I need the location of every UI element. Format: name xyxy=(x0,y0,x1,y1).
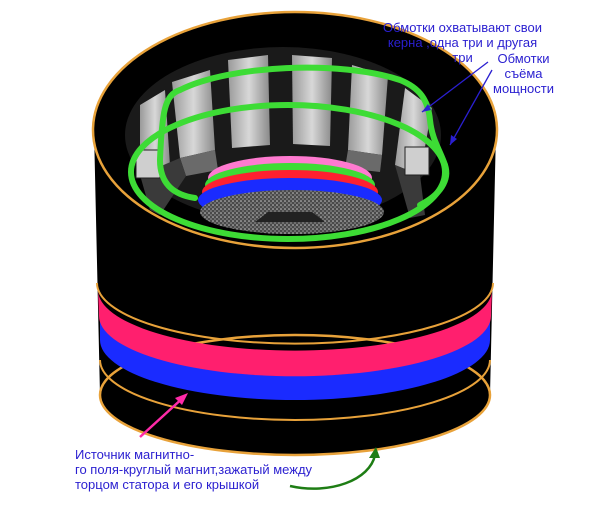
arrow-magnet-curve-head xyxy=(369,447,380,458)
arrow-windings-1-head xyxy=(422,104,431,112)
arrow-magnet-pointer xyxy=(139,395,186,438)
label-source-line-3: торцом статора и его крышкой xyxy=(75,477,260,492)
label-windings-line-2: керна ,одна три и другая xyxy=(387,35,538,50)
label-source-line-2: го поля-круглый магнит,зажатый между xyxy=(75,462,313,477)
label-windings-cover-cores: Обмотки охватывают свои керна ,одна три … xyxy=(383,20,542,65)
pole-block-right xyxy=(404,146,430,176)
label-windings-line-3: три xyxy=(452,50,473,65)
stator-top xyxy=(91,10,499,250)
arrow-windings-2 xyxy=(449,69,493,146)
magnet-pink-band xyxy=(98,290,492,377)
top-rim xyxy=(91,10,499,250)
winding-end-right xyxy=(417,162,450,208)
rotor-tooth xyxy=(255,212,325,222)
slot-teeth xyxy=(140,55,432,176)
annotation-arrows xyxy=(139,61,493,490)
label-power-windings: Обмотки съёма мощности xyxy=(493,51,554,96)
label-power-line-3: мощности xyxy=(493,81,554,96)
label-windings-line-1: Обмотки охватывают свои xyxy=(383,20,543,35)
band-rim-line xyxy=(96,282,494,345)
label-source-line-1: Источник магнитно- xyxy=(75,447,195,462)
lower-rim-line xyxy=(99,359,491,421)
arrow-magnet-pointer-head xyxy=(175,393,188,405)
arrow-windings-1 xyxy=(421,61,489,113)
bottom-rim xyxy=(98,333,492,457)
winding-loop-a xyxy=(156,87,198,201)
pole-block-left xyxy=(135,149,161,179)
label-power-line-1: Обмотки xyxy=(497,51,550,66)
windings xyxy=(128,64,450,242)
magnet-blue-band xyxy=(100,316,490,400)
label-power-line-2: съёма xyxy=(504,66,543,81)
arrow-windings-2-head xyxy=(450,135,457,145)
label-magnet-source: Источник магнитно- го поля-круглый магни… xyxy=(75,447,312,492)
arrow-magnet-curve xyxy=(289,454,377,490)
winding-loop-b xyxy=(177,64,448,168)
